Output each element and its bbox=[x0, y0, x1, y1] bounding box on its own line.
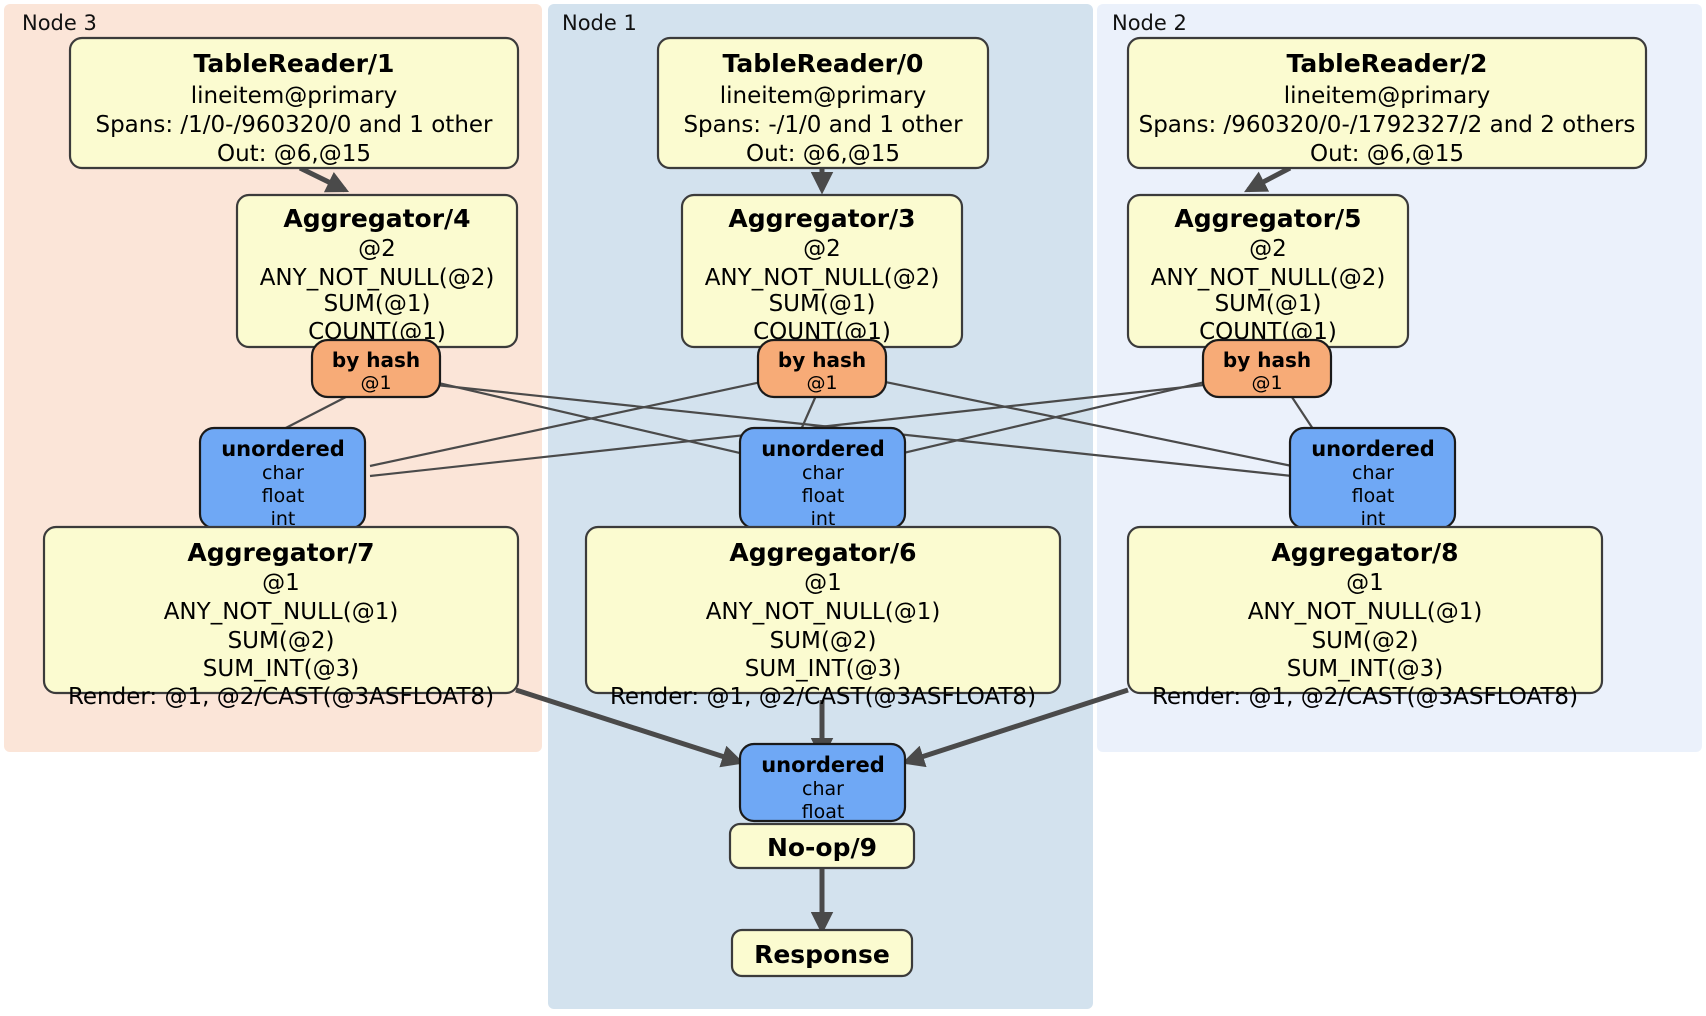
router-by-hash-left[interactable]: by hash @1 bbox=[310, 338, 442, 399]
processor-aggregator-5[interactable]: Aggregator/5 @2 ANY_NOT_NULL(@2) SUM(@1)… bbox=[1126, 193, 1410, 349]
processor-detail-line: @1 bbox=[804, 570, 842, 596]
processor-title: Aggregator/4 bbox=[283, 204, 470, 233]
processor-detail-line: @2 bbox=[358, 236, 396, 262]
processor-detail-line: Render: @1, @2/CAST(@3ASFLOAT8) bbox=[68, 684, 494, 710]
processor-aggregator-6[interactable]: Aggregator/6 @1 ANY_NOT_NULL(@1) SUM(@2)… bbox=[584, 525, 1062, 710]
panel-label-node-1: Node 1 bbox=[562, 11, 637, 35]
router-detail-line: int bbox=[811, 508, 836, 530]
router-unordered-right[interactable]: unordered char float int bbox=[1288, 426, 1457, 530]
processor-detail-line: Out: @6,@15 bbox=[217, 141, 371, 167]
processor-aggregator-7[interactable]: Aggregator/7 @1 ANY_NOT_NULL(@1) SUM(@2)… bbox=[42, 525, 520, 710]
processor-title: Aggregator/8 bbox=[1271, 538, 1458, 567]
processor-detail-line: ANY_NOT_NULL(@1) bbox=[706, 599, 941, 625]
panel-label-node-2: Node 2 bbox=[1112, 11, 1187, 35]
router-by-hash-right[interactable]: by hash @1 bbox=[1201, 338, 1333, 399]
processor-detail-line: ANY_NOT_NULL(@1) bbox=[164, 599, 399, 625]
processor-detail-line: Spans: /1/0-/960320/0 and 1 other bbox=[95, 112, 493, 138]
router-title: by hash bbox=[332, 348, 420, 372]
processor-detail-line: SUM(@2) bbox=[1312, 628, 1419, 654]
router-title: unordered bbox=[1311, 437, 1435, 461]
processor-aggregator-8[interactable]: Aggregator/8 @1 ANY_NOT_NULL(@1) SUM(@2)… bbox=[1126, 525, 1604, 710]
router-detail-line: float bbox=[802, 801, 845, 823]
processor-detail-line: @1 bbox=[262, 570, 300, 596]
processor-title: TableReader/2 bbox=[1287, 49, 1488, 78]
processor-detail-line: Out: @6,@15 bbox=[746, 141, 900, 167]
processor-table-reader-1[interactable]: TableReader/1 lineitem@primary Spans: /1… bbox=[68, 36, 520, 170]
processor-detail-line: ANY_NOT_NULL(@2) bbox=[1151, 265, 1386, 291]
router-detail-line: char bbox=[1352, 462, 1394, 484]
router-unordered-final[interactable]: unordered char float bbox=[738, 742, 907, 823]
processor-detail-line: lineitem@primary bbox=[720, 83, 926, 109]
processor-detail-line: @1 bbox=[1346, 570, 1384, 596]
processor-detail-line: SUM_INT(@3) bbox=[745, 656, 901, 682]
router-detail-line: float bbox=[1352, 485, 1395, 507]
processor-title: TableReader/0 bbox=[723, 49, 924, 78]
processor-title: Response bbox=[754, 940, 890, 969]
processor-detail-line: @2 bbox=[803, 236, 841, 262]
router-title: unordered bbox=[761, 753, 885, 777]
processor-detail-line: lineitem@primary bbox=[191, 83, 397, 109]
router-unordered-middle[interactable]: unordered char float int bbox=[738, 426, 907, 530]
processor-detail-line: Render: @1, @2/CAST(@3ASFLOAT8) bbox=[610, 684, 1036, 710]
processor-detail-line: SUM_INT(@3) bbox=[1287, 656, 1443, 682]
router-detail-line: int bbox=[1361, 508, 1386, 530]
processor-detail-line: SUM(@1) bbox=[1215, 291, 1322, 317]
processor-title: Aggregator/7 bbox=[187, 538, 374, 567]
router-detail-line: @1 bbox=[360, 372, 391, 394]
router-by-hash-middle[interactable]: by hash @1 bbox=[756, 338, 888, 399]
processor-detail-line: ANY_NOT_NULL(@1) bbox=[1248, 599, 1483, 625]
router-title: unordered bbox=[761, 437, 885, 461]
router-title: by hash bbox=[778, 348, 866, 372]
processor-detail-line: ANY_NOT_NULL(@2) bbox=[260, 265, 495, 291]
edge-hashM-unorderedL bbox=[369, 376, 781, 468]
panel-label-node-3: Node 3 bbox=[22, 11, 97, 35]
edge-tr1-agg4 bbox=[298, 165, 350, 193]
processor-title: Aggregator/6 bbox=[729, 538, 916, 567]
router-detail-line: @1 bbox=[806, 372, 837, 394]
processor-noop-9[interactable]: No-op/9 bbox=[728, 822, 916, 870]
edge-hashL-unorderedM bbox=[416, 376, 797, 468]
router-unordered-left[interactable]: unordered char float int bbox=[198, 426, 367, 530]
router-detail-line: float bbox=[262, 485, 305, 507]
processor-aggregator-3[interactable]: Aggregator/3 @2 ANY_NOT_NULL(@2) SUM(@1)… bbox=[680, 193, 964, 349]
router-detail-line: float bbox=[802, 485, 845, 507]
edge-hashM-unorderedR bbox=[865, 376, 1293, 468]
processor-detail-line: SUM(@1) bbox=[324, 291, 431, 317]
processor-table-reader-0[interactable]: TableReader/0 lineitem@primary Spans: -/… bbox=[656, 36, 990, 170]
router-title: unordered bbox=[221, 437, 345, 461]
router-detail-line: @1 bbox=[1251, 372, 1282, 394]
router-detail-line: int bbox=[271, 508, 296, 530]
processor-title: TableReader/1 bbox=[194, 49, 395, 78]
router-title: by hash bbox=[1223, 348, 1311, 372]
processor-detail-line: Spans: -/1/0 and 1 other bbox=[683, 112, 963, 138]
edge-agg7-unordered-final bbox=[515, 687, 745, 768]
processor-detail-line: SUM(@2) bbox=[770, 628, 877, 654]
processor-detail-line: SUM_INT(@3) bbox=[203, 656, 359, 682]
processor-title: Aggregator/3 bbox=[728, 204, 915, 233]
processor-detail-line: @2 bbox=[1249, 236, 1287, 262]
processor-aggregator-4[interactable]: Aggregator/4 @2 ANY_NOT_NULL(@2) SUM(@1)… bbox=[235, 193, 519, 349]
processor-detail-line: ANY_NOT_NULL(@2) bbox=[705, 265, 940, 291]
router-detail-line: char bbox=[802, 462, 844, 484]
edge-hashR-unorderedM bbox=[847, 376, 1223, 468]
processor-detail-line: Out: @6,@15 bbox=[1310, 141, 1464, 167]
processor-detail-line: lineitem@primary bbox=[1284, 83, 1490, 109]
processor-title: Aggregator/5 bbox=[1174, 204, 1361, 233]
router-detail-line: char bbox=[802, 778, 844, 800]
processor-detail-line: SUM(@2) bbox=[228, 628, 335, 654]
processor-table-reader-2[interactable]: TableReader/2 lineitem@primary Spans: /9… bbox=[1126, 36, 1648, 170]
edge-agg8-unordered-final bbox=[901, 687, 1129, 768]
processor-detail-line: Render: @1, @2/CAST(@3ASFLOAT8) bbox=[1152, 684, 1578, 710]
processor-detail-line: Spans: /960320/0-/1792327/2 and 2 others bbox=[1139, 112, 1636, 138]
processor-response[interactable]: Response bbox=[730, 928, 914, 978]
router-detail-line: char bbox=[262, 462, 304, 484]
edge-tr2-agg5 bbox=[1244, 165, 1292, 193]
processor-title: No-op/9 bbox=[767, 833, 877, 862]
processor-detail-line: SUM(@1) bbox=[769, 291, 876, 317]
